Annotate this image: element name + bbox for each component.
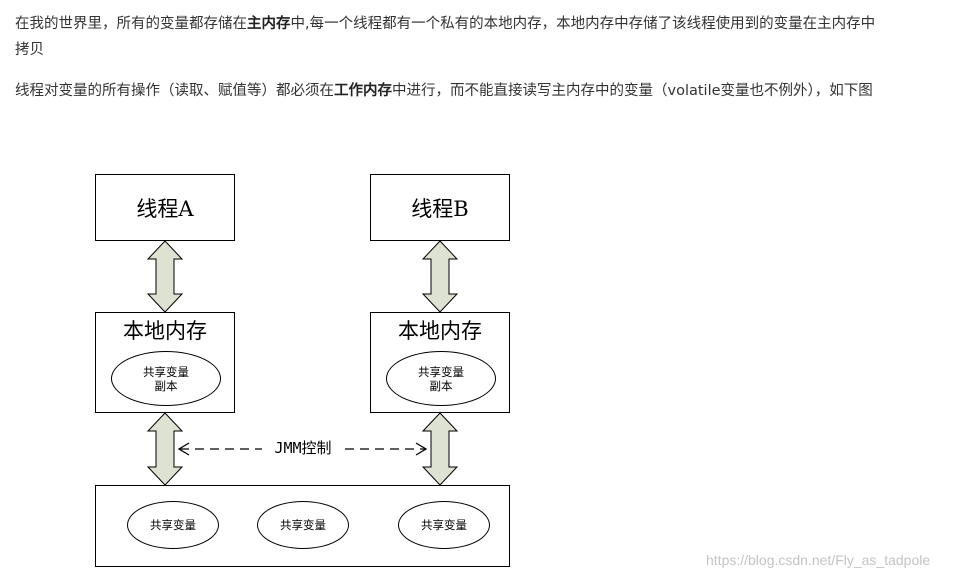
para2-bold-working-memory: 工作内存 (334, 83, 392, 99)
double-arrow-thread-b-local (421, 240, 459, 313)
thread-b-box: 线程B (370, 174, 510, 241)
thread-b-label: 线程B (411, 196, 469, 221)
double-arrow-thread-a-local (146, 240, 184, 313)
paragraph-working-memory: 线程对变量的所有操作（读取、赋值等）都必须在工作内存中进行，而不能直接读写主内存… (15, 78, 873, 104)
local-memory-a-title: 本地内存 (123, 319, 207, 343)
para2-text-before: 线程对变量的所有操作（读取、赋值等）都必须在 (15, 83, 334, 99)
para1-text-before: 在我的世界里，所有的变量都存储在 (15, 16, 247, 32)
para1-bold-main-memory: 主内存 (247, 16, 291, 32)
local-memory-b-title: 本地内存 (398, 319, 482, 343)
main-memory-box: 共享变量 共享变量 共享变量 (95, 485, 510, 567)
shared-variable-ellipse-1: 共享变量 (127, 501, 219, 549)
shared-variable-label-1: 共享变量 (150, 518, 196, 532)
local-copy-b-line1: 共享变量 (418, 364, 464, 379)
local-copy-a-ellipse: 共享变量 副本 (111, 351, 221, 406)
thread-a-box: 线程A (95, 174, 235, 241)
thread-a-label: 线程A (136, 196, 194, 221)
local-memory-a-box: 本地内存 共享变量 副本 (95, 312, 235, 413)
local-copy-a-line2: 副本 (154, 378, 178, 393)
para2-text-after: 中进行，而不能直接读写主内存中的变量（volatile变量也不例外），如下图 (392, 83, 873, 99)
shared-variable-ellipse-2: 共享变量 (257, 501, 349, 549)
para1-text-line2: 拷贝 (15, 42, 44, 58)
local-memory-b-box: 本地内存 共享变量 副本 (370, 312, 510, 413)
paragraph-memory-model: 在我的世界里，所有的变量都存储在主内存中,每一个线程都有一个私有的本地内存，本地… (15, 11, 875, 63)
jmm-arrowhead-right (415, 442, 428, 456)
shared-variable-label-3: 共享变量 (421, 518, 467, 532)
shared-variable-ellipse-3: 共享变量 (398, 501, 490, 549)
shared-variable-label-2: 共享变量 (280, 518, 326, 532)
jmm-control-label: JMM控制 (262, 437, 344, 458)
double-arrow-local-a-main (146, 412, 184, 486)
jmm-arrowhead-left (177, 442, 190, 456)
local-copy-b-ellipse: 共享变量 副本 (386, 351, 496, 406)
local-copy-b-line2: 副本 (429, 378, 453, 393)
para1-text-after: 中,每一个线程都有一个私有的本地内存，本地内存中存储了该线程使用到的变量在主内存… (290, 16, 876, 32)
csdn-watermark: https://blog.csdn.net/Fly_as_tadpole (706, 552, 931, 568)
local-copy-a-line1: 共享变量 (143, 364, 189, 379)
double-arrow-local-b-main (421, 412, 459, 486)
